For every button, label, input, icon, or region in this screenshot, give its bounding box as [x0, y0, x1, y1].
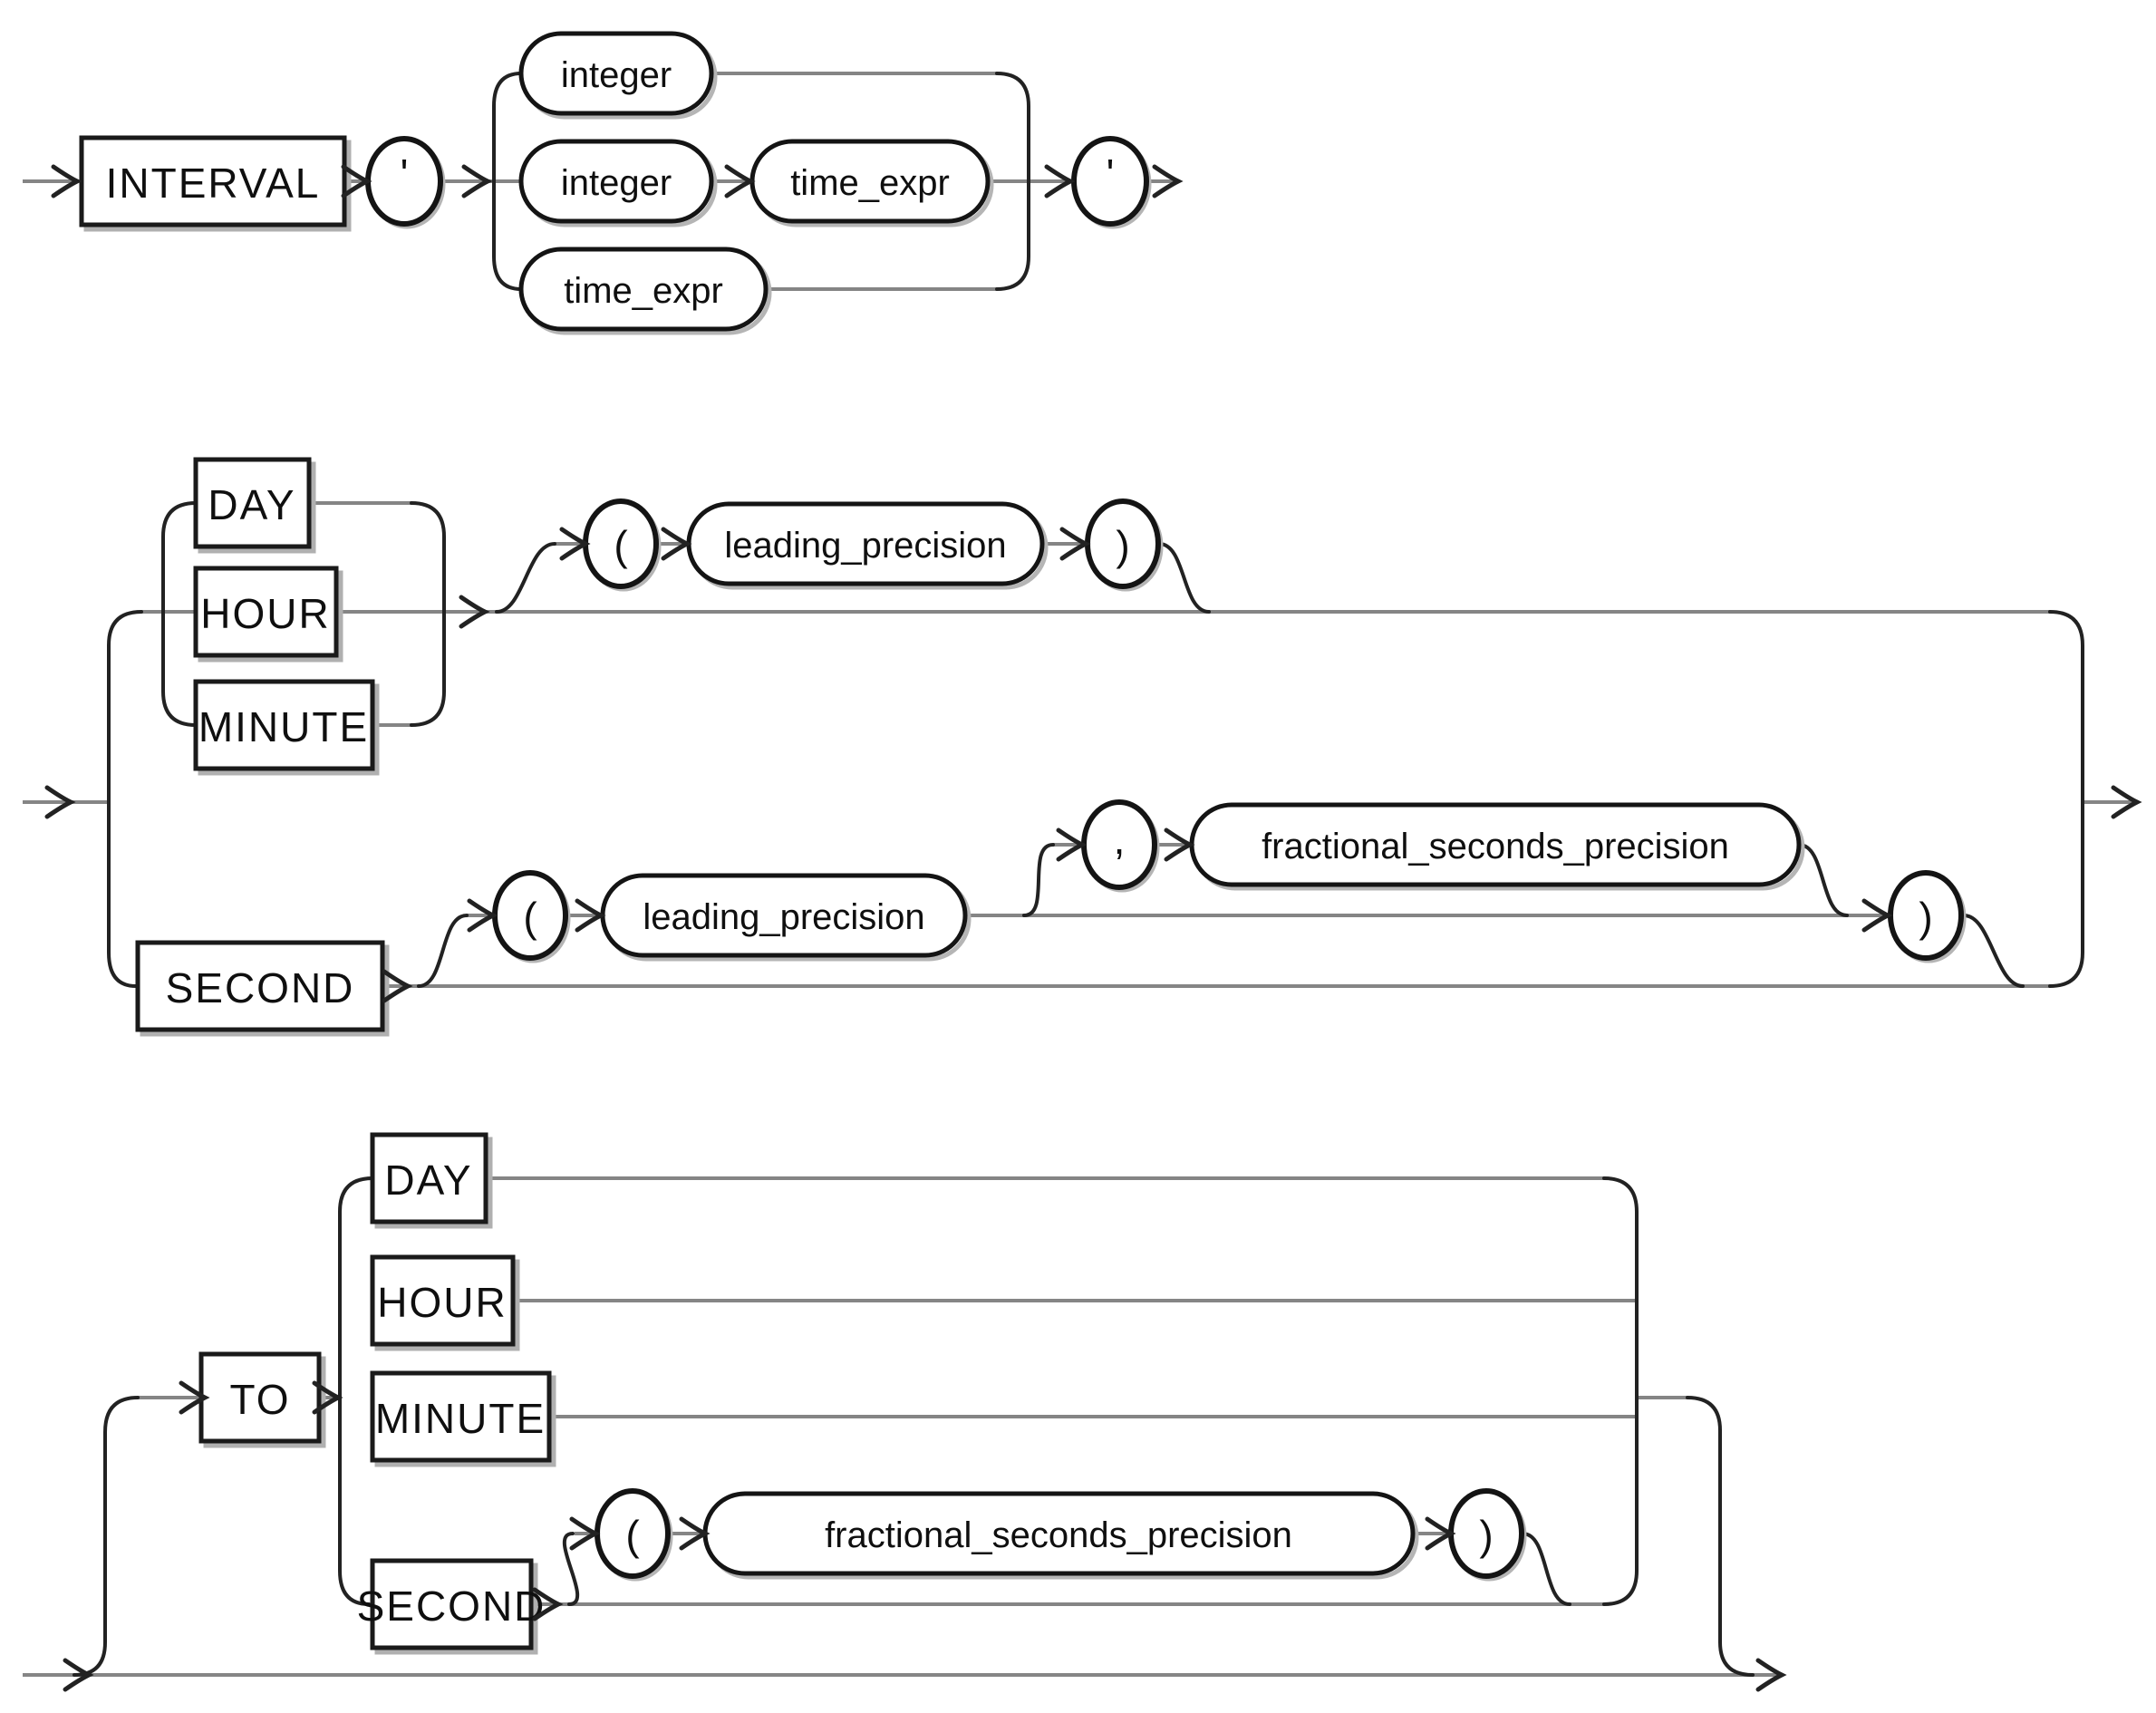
- keyword-label: DAY: [384, 1157, 472, 1204]
- connector-rail: [107, 501, 2084, 988]
- keyword-label: SECOND: [357, 1582, 546, 1630]
- keyword-box-day: DAY: [370, 1132, 493, 1229]
- oval-label: integer: [561, 163, 672, 203]
- connector-line: [23, 1176, 1778, 1677]
- keyword-label: MINUTE: [198, 703, 369, 750]
- keyword-box-second: SECOND: [357, 1558, 546, 1655]
- oval-label: leading_precision: [724, 526, 1006, 566]
- keyword-box-hour: HOUR: [370, 1254, 520, 1351]
- keyword-box-second: SECOND: [135, 940, 390, 1037]
- open-quote-circle: ': [365, 136, 446, 229]
- keyword-box-to: TO: [198, 1351, 326, 1448]
- connector-rail: [492, 72, 1030, 291]
- oval-fractional-seconds-precision: fractional_seconds_precision: [1189, 802, 1805, 891]
- second-close-paren-circle: ): [1888, 870, 1967, 963]
- oval-second-leading-precision: leading_precision: [600, 873, 972, 962]
- comma-circle: ,: [1081, 799, 1160, 893]
- oval-time-expr-mid: time_expr: [749, 139, 994, 227]
- paren-label: (: [614, 522, 628, 569]
- row-interval-literal: INTERVAL ' integer integer time_expr tim…: [23, 31, 1178, 335]
- paren-label: ): [1116, 522, 1129, 569]
- keyword-box-hour: HOUR: [193, 566, 343, 663]
- to-open-paren-circle: (: [595, 1488, 673, 1582]
- oval-label: fractional_seconds_precision: [825, 1515, 1292, 1555]
- paren-label: (: [523, 894, 537, 941]
- keyword-box-interval: INTERVAL: [79, 135, 352, 232]
- oval-time-expr-bottom: time_expr: [518, 247, 772, 335]
- paren-label: (: [625, 1512, 640, 1559]
- second-open-paren-circle: (: [492, 870, 571, 963]
- keyword-label: HOUR: [377, 1279, 507, 1326]
- row-unit-clause: DAY HOUR MINUTE ( leading_precision ): [23, 457, 2137, 1037]
- close-paren-circle: ): [1085, 498, 1164, 592]
- quote-label: ': [1107, 150, 1115, 198]
- keyword-label: INTERVAL: [106, 160, 321, 207]
- open-paren-circle: (: [583, 498, 662, 592]
- row-to-clause: TO DAY HOUR MINUTE SECOND (: [23, 1132, 1782, 1689]
- oval-to-fractional-seconds-precision: fractional_seconds_precision: [702, 1491, 1419, 1580]
- oval-leading-precision: leading_precision: [686, 501, 1049, 590]
- keyword-label: MINUTE: [375, 1395, 546, 1442]
- oval-label: integer: [561, 55, 672, 95]
- to-close-paren-circle: ): [1448, 1488, 1527, 1582]
- keyword-label: HOUR: [200, 590, 330, 637]
- paren-label: ): [1479, 1512, 1493, 1559]
- quote-label: ': [401, 150, 409, 198]
- oval-label: fractional_seconds_precision: [1262, 827, 1729, 866]
- keyword-label: DAY: [208, 481, 295, 528]
- keyword-box-day: DAY: [193, 457, 316, 554]
- keyword-label: TO: [229, 1376, 290, 1423]
- paren-label: ): [1919, 894, 1932, 941]
- keyword-box-minute: MINUTE: [193, 679, 380, 776]
- oval-label: time_expr: [790, 163, 950, 203]
- comma-label: ,: [1114, 816, 1126, 863]
- keyword-box-minute: MINUTE: [370, 1370, 556, 1467]
- connector-rail: [73, 1176, 1755, 1677]
- connector-line: [23, 501, 2137, 988]
- oval-label: time_expr: [564, 271, 723, 311]
- close-quote-circle: ': [1071, 136, 1152, 229]
- oval-label: leading_precision: [643, 897, 924, 937]
- oval-integer-top: integer: [518, 31, 718, 120]
- oval-integer-mid: integer: [518, 139, 718, 227]
- keyword-label: SECOND: [166, 964, 355, 1011]
